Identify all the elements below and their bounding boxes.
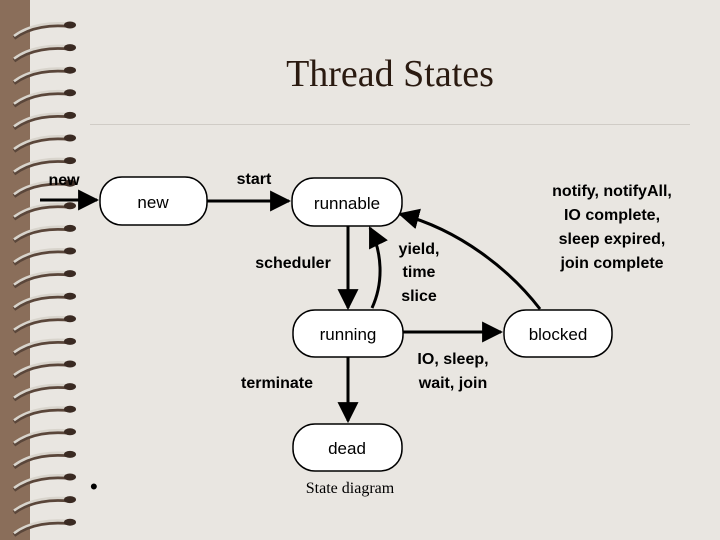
label-yield-1: yield, <box>399 241 440 258</box>
edge-notify <box>397 208 542 310</box>
label-notify-1: notify, notifyAll, <box>552 183 672 200</box>
edge-yield <box>368 226 388 309</box>
binding-ring <box>12 292 76 311</box>
binding-ring <box>12 157 76 176</box>
label-entry: new <box>48 172 80 189</box>
binding-ring <box>12 383 76 402</box>
label-notify-2: IO complete, <box>564 207 660 224</box>
binding-ring <box>12 360 76 379</box>
binding-ring <box>12 450 76 470</box>
label-yield-2: time <box>403 264 436 281</box>
label-notify-3: sleep expired, <box>559 231 666 248</box>
binding-ring <box>12 89 76 108</box>
node-new: new <box>99 176 208 226</box>
label-scheduler: scheduler <box>255 255 331 272</box>
binding-ring <box>12 21 76 40</box>
node-blocked-label: blocked <box>529 325 588 344</box>
binding-ring <box>12 111 76 131</box>
label-io-wait-2: wait, join <box>418 375 487 392</box>
label-notify-4: join complete <box>559 255 663 272</box>
label-yield-3: slice <box>401 288 437 305</box>
bullet-point: • <box>90 474 98 499</box>
binding-ring <box>12 337 76 357</box>
node-dead-label: dead <box>328 439 366 458</box>
binding-ring <box>12 428 76 447</box>
binding-ring <box>12 134 76 153</box>
label-terminate: terminate <box>241 375 313 392</box>
node-dead: dead <box>292 423 403 472</box>
node-running: running <box>292 309 404 358</box>
slide-title: Thread States <box>286 53 494 95</box>
binding-ring <box>12 315 76 334</box>
binding-ring <box>12 247 76 266</box>
binding-ring <box>12 179 76 198</box>
binding-ring <box>12 270 76 289</box>
title-divider <box>90 124 690 125</box>
node-runnable-label: runnable <box>314 194 380 213</box>
binding-ring <box>12 518 76 537</box>
node-runnable: runnable <box>291 177 403 227</box>
label-start: start <box>237 171 272 188</box>
node-new-label: new <box>137 193 169 212</box>
binding-ring <box>12 405 76 424</box>
diagram-caption: State diagram <box>305 480 395 497</box>
node-blocked: blocked <box>503 309 613 358</box>
binding-ring <box>12 496 76 515</box>
binding-ring <box>12 473 76 492</box>
binding-ring <box>12 224 76 244</box>
spiral-binding <box>12 21 76 537</box>
node-running-label: running <box>320 325 377 344</box>
label-io-wait-1: IO, sleep, <box>417 351 488 368</box>
binding-ring <box>12 44 76 63</box>
binding-ring <box>12 202 76 221</box>
binding-ring <box>12 66 76 85</box>
